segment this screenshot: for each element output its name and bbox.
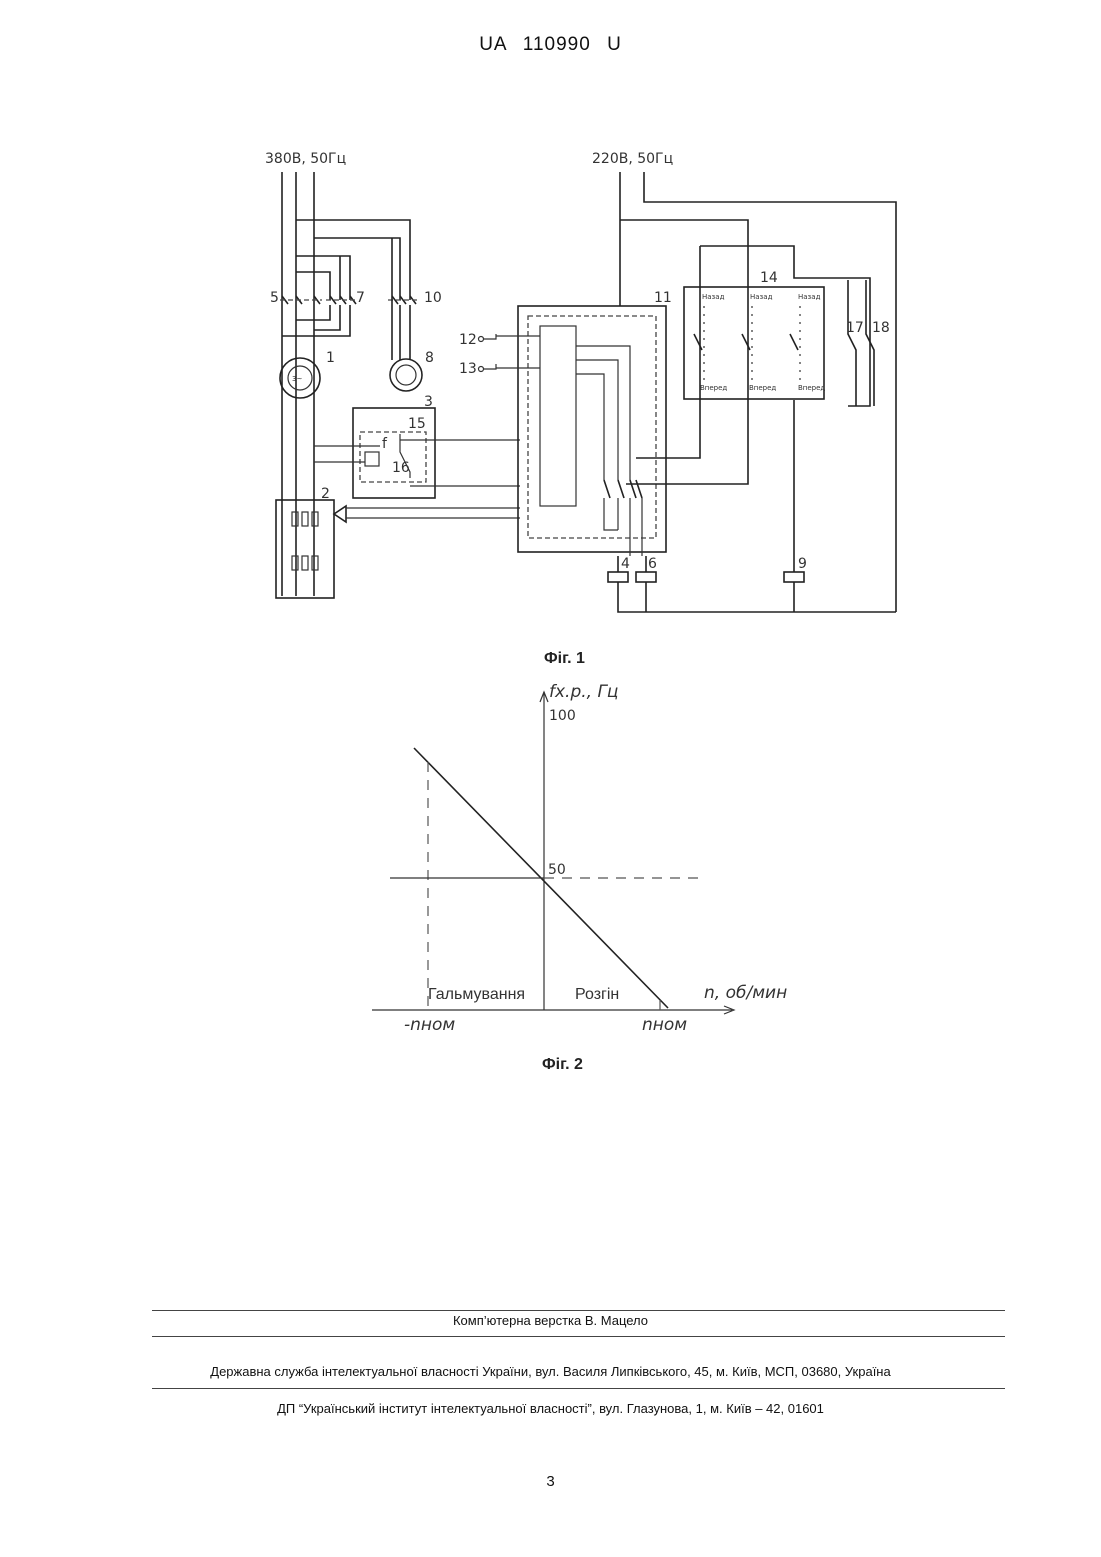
x-tick-neg-nnom: -nном bbox=[404, 1015, 455, 1035]
label-8: 8 bbox=[425, 350, 434, 366]
label-6: 6 bbox=[648, 556, 657, 572]
label-9: 9 bbox=[798, 556, 807, 572]
contactor-10 bbox=[388, 238, 420, 360]
fig1-caption: Фіг. 1 bbox=[544, 650, 585, 667]
x-tick-nnom: nном bbox=[642, 1015, 687, 1035]
svg-text:Вперед: Вперед bbox=[798, 384, 825, 392]
svg-text:Вперед: Вперед bbox=[749, 384, 776, 392]
svg-text:3~: 3~ bbox=[292, 375, 302, 383]
footer-divider-1 bbox=[152, 1310, 1005, 1311]
contactor-7 bbox=[282, 296, 358, 336]
motor-8 bbox=[390, 359, 422, 391]
agency-address: Державна служба інтелектуальної власност… bbox=[0, 1364, 1101, 1379]
input-12-13 bbox=[479, 334, 497, 372]
label-12: 12 bbox=[459, 332, 477, 348]
label-3: 3 bbox=[424, 394, 433, 410]
label-4: 4 bbox=[621, 556, 630, 572]
footer-divider-2 bbox=[152, 1336, 1005, 1337]
label-11: 11 bbox=[654, 290, 672, 306]
frequency-f-label: f bbox=[382, 436, 388, 452]
region-acceleration: Розгін bbox=[575, 986, 619, 1003]
label-2: 2 bbox=[321, 486, 330, 502]
label-14: 14 bbox=[760, 270, 778, 286]
page-number: 3 bbox=[0, 1473, 1101, 1490]
contactor-5 bbox=[280, 296, 322, 304]
footer-divider-3 bbox=[152, 1388, 1005, 1389]
fig2-graph: fх.р., Гц 100 50 Гальмування Розгін n, о… bbox=[372, 682, 787, 1073]
label-18: 18 bbox=[872, 320, 890, 336]
x-axis-label: n, об/мин bbox=[704, 983, 787, 1003]
label-5: 5 bbox=[270, 290, 279, 306]
label-7: 7 bbox=[356, 290, 365, 306]
fig1-circuit-diagram: 380В, 50Гц 220В, 50Гц 5 7 10 3~ bbox=[265, 151, 896, 667]
label-17: 17 bbox=[846, 320, 864, 336]
svg-text:Вперед: Вперед bbox=[700, 384, 727, 392]
supply-380-label: 380В, 50Гц bbox=[265, 151, 346, 167]
controller-11 bbox=[496, 306, 666, 556]
fig2-caption: Фіг. 2 bbox=[542, 1056, 583, 1073]
region-braking: Гальмування bbox=[428, 986, 525, 1003]
converter-2 bbox=[276, 500, 520, 598]
label-1: 1 bbox=[326, 350, 335, 366]
svg-text:Назад: Назад bbox=[798, 293, 821, 301]
label-13: 13 bbox=[459, 361, 477, 377]
label-10: 10 bbox=[424, 290, 442, 306]
tick-100: 100 bbox=[549, 708, 576, 724]
supply-220-label: 220В, 50Гц bbox=[592, 151, 673, 167]
y-axis-label: fх.р., Гц bbox=[549, 682, 619, 702]
svg-text:Назад: Назад bbox=[750, 293, 773, 301]
layout-credit: Комп’ютерна верстка В. Мацело bbox=[0, 1313, 1101, 1328]
institute-address: ДП “Український інститут інтелектуальної… bbox=[0, 1401, 1101, 1416]
tick-50: 50 bbox=[548, 862, 566, 878]
label-15: 15 bbox=[408, 416, 426, 432]
label-16: 16 bbox=[392, 460, 410, 476]
switch-block-14: Назад Назад Назад Вперед Вперед Вперед bbox=[684, 287, 825, 399]
svg-text:Назад: Назад bbox=[702, 293, 725, 301]
